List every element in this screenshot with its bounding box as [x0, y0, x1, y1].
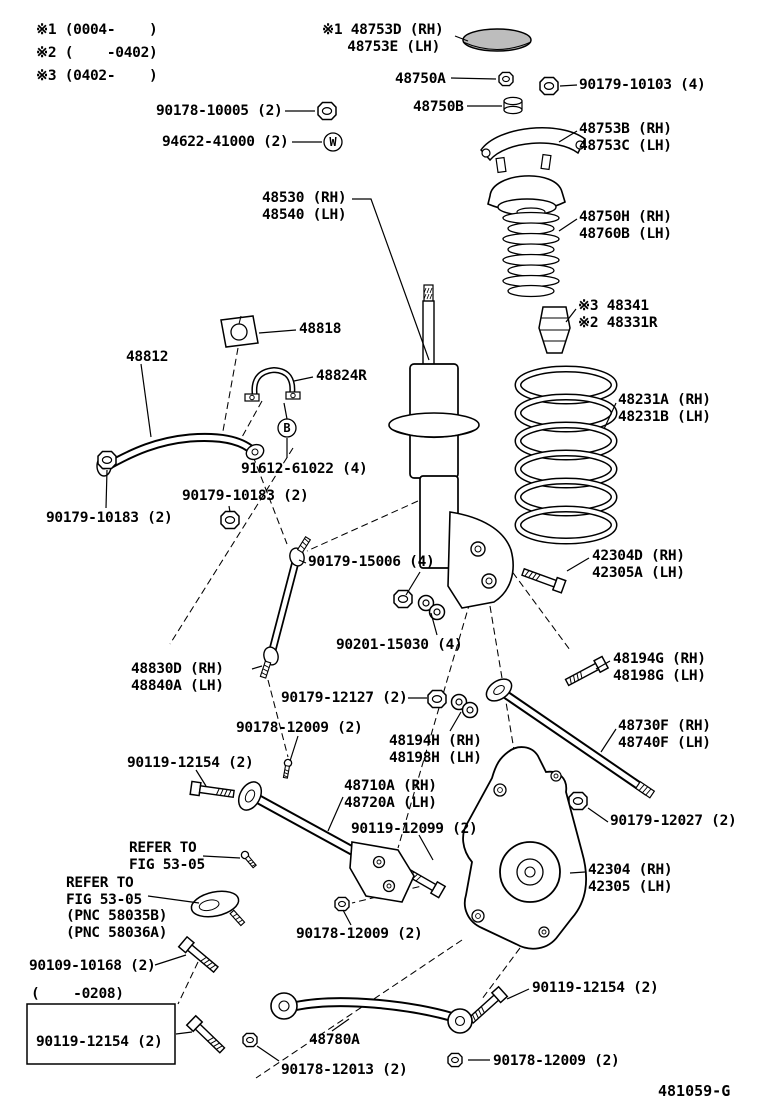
washer-marker-icon: W — [323, 132, 343, 152]
part-label-48818: 48818 — [299, 321, 342, 337]
part-label-90119-12154-a: 90119-12154 (2) — [127, 755, 254, 771]
part-label-48341: ※3 48341※2 48331R — [578, 298, 658, 331]
part-label-48194g: 48194G (RH)48198G (LH) — [613, 651, 706, 684]
diagram-code: 481059-G — [658, 1082, 731, 1100]
part-label-48780a: 48780A — [309, 1032, 360, 1048]
part-label-48750b: 48750B — [413, 99, 464, 115]
knuckle-42304 — [462, 746, 587, 950]
part-label-note-2: ※2 ( -0402) — [36, 45, 158, 61]
part-label-90178-12009-a: 90178-12009 (2) — [236, 720, 363, 736]
part-label-48750h: 48750H (RH)48760B (LH) — [579, 209, 672, 242]
part-label-48750a: 48750A — [395, 71, 446, 87]
part-label-48530: 48530 (RH)48540 (LH) — [262, 190, 347, 223]
part-label-48194h: 48194H (RH)48198H (LH) — [389, 733, 482, 766]
coil-spring-48231A — [514, 365, 618, 545]
part-label-48812: 48812 — [126, 349, 169, 365]
date-range-box — [26, 1003, 176, 1065]
support-48753B — [480, 127, 586, 162]
part-label-48753d: ※1 48753D (RH) 48753E (LH) — [322, 22, 444, 55]
stabilizer-link-48830D — [259, 536, 312, 679]
part-label-48730f: 48730F (RH)48740F (LH) — [618, 718, 711, 751]
bushing-48750B — [503, 96, 523, 115]
part-label-90179-12127: 90179-12127 (2) — [281, 690, 408, 706]
part-label-42304d: 42304D (RH)42305A (LH) — [592, 548, 685, 581]
part-label-date-0208: ( -0208) — [31, 986, 124, 1002]
upper-arm-48730F — [485, 678, 656, 799]
part-label-90201-15030: 90201-15030 (4) — [336, 637, 463, 653]
lower-arm-48780A — [270, 992, 473, 1034]
stabilizer-bracket-48824R — [244, 366, 301, 402]
svg-text:B: B — [283, 421, 290, 435]
part-label-90109-10168: 90109-10168 (2) — [29, 958, 156, 974]
leader-lines — [105, 35, 617, 1062]
bracket-pnc-58035b — [190, 890, 246, 927]
part-label-90119-12154-b: 90119-12154 (2) — [532, 980, 659, 996]
part-label-90178-12009-c: 90178-12009 (2) — [493, 1053, 620, 1069]
part-label-90179-12027: 90179-12027 (2) — [610, 813, 737, 829]
svg-text:W: W — [329, 135, 337, 149]
bolt-marker-icon: B — [277, 418, 297, 438]
cap-48753D — [462, 28, 532, 52]
part-label-90179-10183-l: 90179-10183 (2) — [46, 510, 173, 526]
shock-absorber-48530 — [388, 284, 514, 609]
part-label-48830d: 48830D (RH)48840A (LH) — [131, 661, 224, 694]
part-label-48753b: 48753B (RH)48753C (LH) — [579, 121, 672, 154]
part-label-90178-12009-b: 90178-12009 (2) — [296, 926, 423, 942]
part-label-90179-10183-c: 90179-10183 (2) — [182, 488, 309, 504]
part-label-90178-10005: 90178-10005 (2) — [156, 103, 283, 119]
part-label-90179-10103: 90179-10103 (4) — [579, 77, 706, 93]
part-label-48824r: 48824R — [316, 368, 367, 384]
front-arm-48710A — [237, 781, 415, 903]
part-label-90119-12154-box: 90119-12154 (2) — [36, 1034, 163, 1050]
part-label-90179-15006: 90179-15006 (4) — [308, 554, 435, 570]
part-label-note-3: ※3 (0402- ) — [36, 68, 158, 84]
part-label-90178-12013: 90178-12013 (2) — [281, 1062, 408, 1078]
part-label-note-1: ※1 (0004- ) — [36, 22, 158, 38]
dust-boot-48750H — [502, 207, 560, 298]
stabilizer-bushing-48818 — [220, 315, 259, 348]
part-label-48710a: 48710A (RH)48720A (LH) — [344, 778, 437, 811]
bump-stop-48341 — [538, 306, 571, 354]
part-label-91612-61022: 91612-61022 (4) — [241, 461, 368, 477]
strut-mount-48750H — [487, 153, 566, 216]
part-label-48231a: 48231A (RH)48231B (LH) — [618, 392, 711, 425]
part-label-94622-41000: 94622-41000 (2) — [162, 134, 289, 150]
part-label-90119-12099: 90119-12099 (2) — [351, 821, 478, 837]
part-label-42304: 42304 (RH)42305 (LH) — [588, 862, 673, 895]
